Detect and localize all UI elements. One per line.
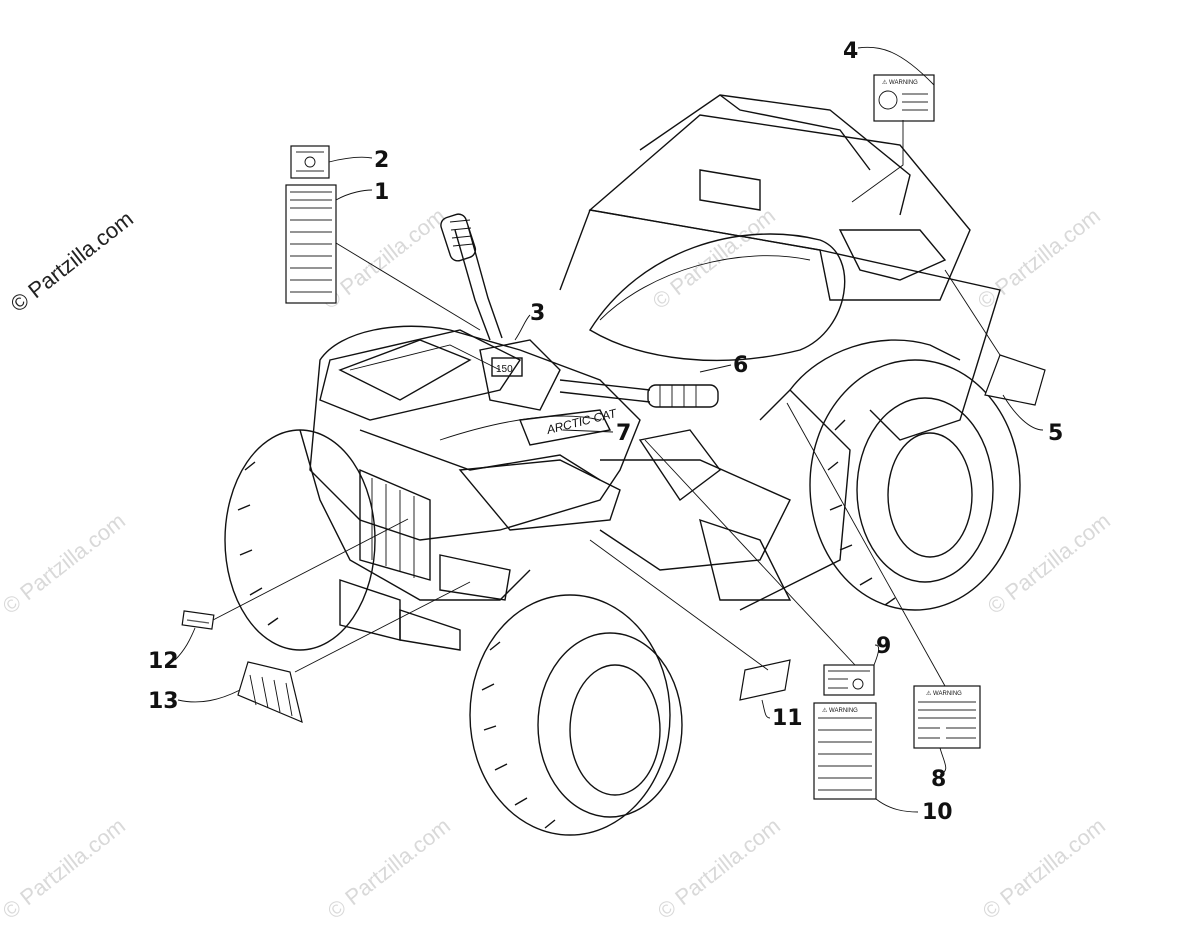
- label-item-9: [823, 664, 875, 696]
- label-item-4: ⚠ WARNING: [873, 74, 935, 122]
- decal-item-11: [739, 659, 791, 701]
- label-item-8: ⚠ WARNING: [913, 685, 981, 749]
- watermark: © Partzilla.com: [983, 508, 1115, 619]
- callout-9: 9: [876, 634, 891, 659]
- callout-4: 4: [843, 39, 858, 64]
- rear-rack: [588, 94, 971, 301]
- display-decal-text: 150: [496, 364, 513, 375]
- callout-8: 8: [931, 767, 946, 792]
- label-item-1: [285, 184, 337, 304]
- callout-numbers: 1 2 3 4 5 6 7 8 9 10 11 12 13: [148, 39, 1063, 825]
- seat-and-rear-fender: [559, 209, 1001, 611]
- label-item-10: ⚠ WARNING: [813, 702, 877, 800]
- watermark: © Partzilla.com: [323, 813, 455, 924]
- front-body: ARCTIC CAT: [299, 325, 792, 651]
- watermark: © Partzilla.com: [0, 508, 130, 619]
- callout-1: 1: [374, 180, 389, 205]
- brand-decal-text: ARCTIC CAT: [544, 406, 619, 437]
- decal-item-12: [181, 610, 215, 630]
- callout-11: 11: [772, 706, 803, 731]
- partzilla-watermark: © Partzilla.com: [6, 206, 138, 317]
- leader-lines: [174, 46, 1044, 813]
- callout-13: 13: [148, 689, 179, 714]
- callout-6: 6: [733, 353, 748, 378]
- front-right-wheel: [469, 594, 683, 836]
- callout-10: 10: [922, 800, 953, 825]
- callout-5: 5: [1048, 421, 1063, 446]
- decal-item-13: [237, 661, 303, 724]
- watermark: © Partzilla.com: [0, 813, 130, 924]
- warning-text: ⚠ WARNING: [822, 707, 858, 714]
- label-item-2: [290, 145, 330, 179]
- watermark: © Partzilla.com: [318, 203, 450, 314]
- handlebar: 150: [440, 213, 719, 411]
- front-rack: [319, 329, 601, 481]
- watermark: © Partzilla.com: [978, 813, 1110, 924]
- watermark: © Partzilla.com: [973, 203, 1105, 314]
- front-left-wheel: [224, 429, 376, 651]
- callout-12: 12: [148, 649, 179, 674]
- warning-text: ⚠ WARNING: [926, 690, 962, 697]
- callout-7: 7: [616, 421, 631, 446]
- callout-2: 2: [374, 148, 389, 173]
- warning-text: ⚠ WARNING: [882, 79, 918, 86]
- callout-3: 3: [530, 301, 545, 326]
- atv-illustration: ARCTIC CAT 150: [224, 94, 1021, 836]
- rear-right-wheel: [809, 359, 1021, 611]
- decal-item-5: [984, 354, 1046, 406]
- watermark: © Partzilla.com: [653, 813, 785, 924]
